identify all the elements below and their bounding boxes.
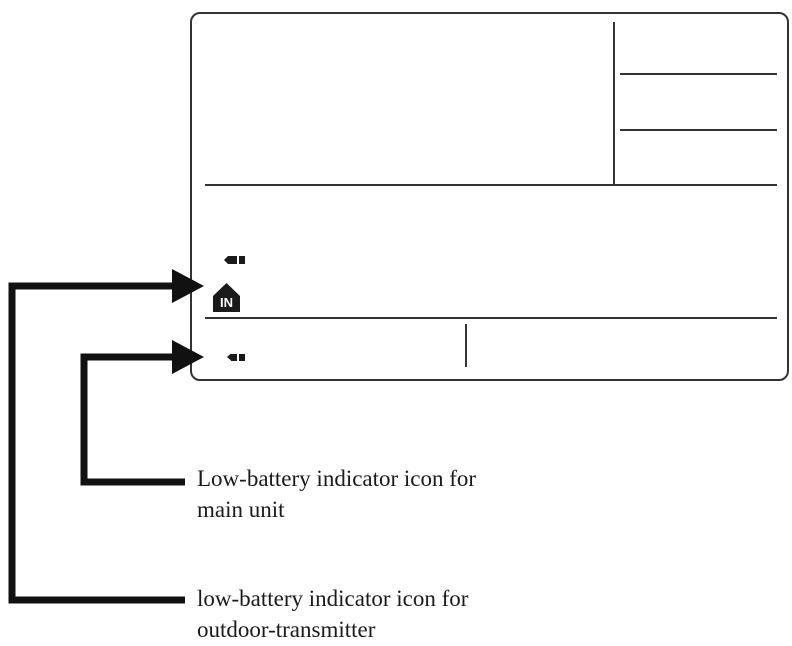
battery-icon	[224, 256, 245, 264]
arrow-icon	[172, 340, 204, 374]
caption-main-unit-line1: Low-battery indicator icon for	[197, 466, 477, 491]
lcd-panel	[190, 12, 789, 381]
caption-outdoor-line1: low-battery indicator icon for	[197, 586, 469, 611]
battery-icon	[227, 353, 245, 361]
arrow-icon	[172, 269, 204, 303]
indoor-icon-label: IN	[220, 295, 233, 310]
caption-main-unit-line2: main unit	[197, 497, 285, 522]
caption-outdoor-line2: outdoor-transmitter	[197, 617, 376, 642]
leader-line-main	[80, 353, 185, 486]
leader-line-outdoor	[8, 282, 185, 604]
indoor-house-icon	[213, 283, 240, 312]
caption-outdoor-transmitter: low-battery indicator icon for outdoor-t…	[197, 583, 468, 645]
caption-main-unit: Low-battery indicator icon for main unit	[197, 463, 476, 525]
